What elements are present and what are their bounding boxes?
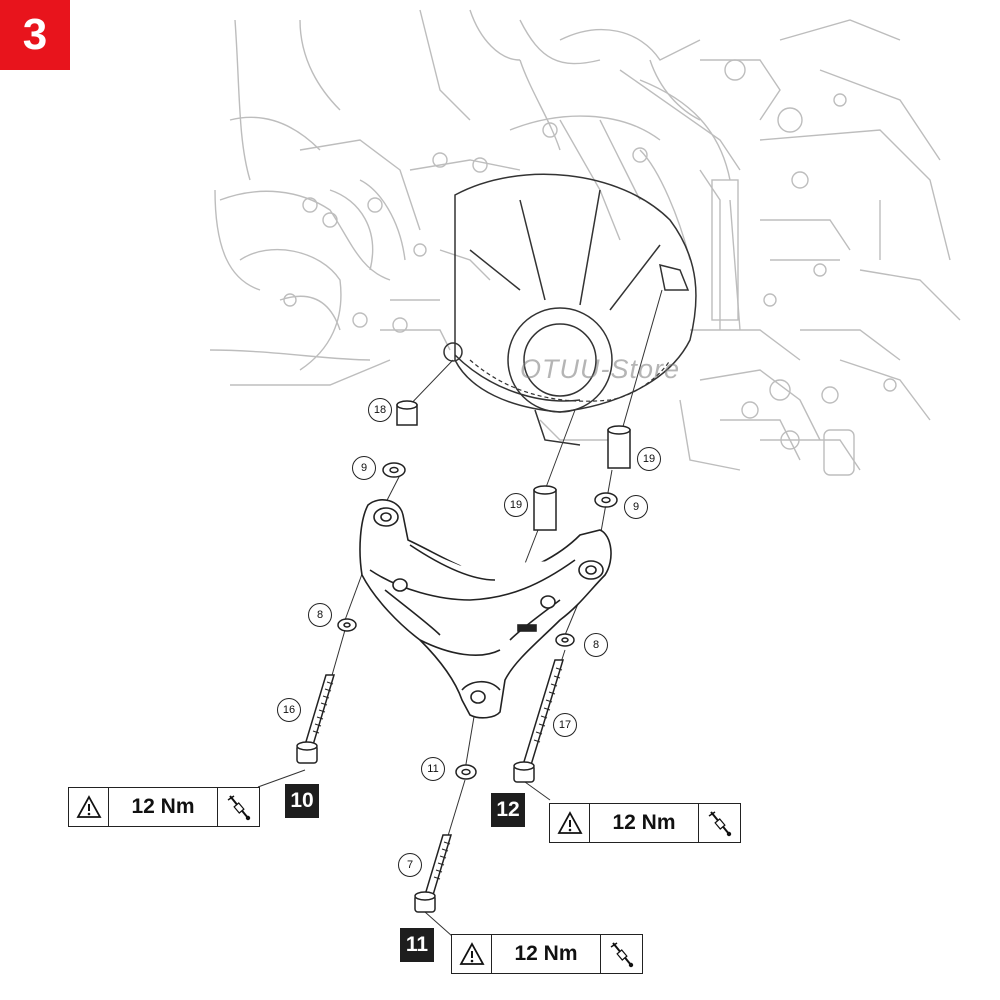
callout-19-right: 19: [637, 447, 661, 471]
warning-icon: [69, 788, 109, 826]
warning-icon: [550, 804, 590, 842]
callout-8-right: 8: [584, 633, 608, 657]
torque-value: 12 Nm: [131, 795, 195, 818]
mounting-curve: [469, 359, 671, 402]
callout-19-center: 19: [504, 493, 528, 517]
callout-8-left: 8: [308, 603, 332, 627]
washer-9-left: [382, 462, 406, 478]
spacer-19-right: [607, 425, 631, 469]
torque-spec-10: 12 Nm: [68, 787, 260, 827]
callout-17: 17: [553, 713, 577, 737]
bolt-7: [414, 834, 453, 913]
callout-7: 7: [398, 853, 422, 877]
torque-spec-12: 12 Nm: [549, 803, 741, 843]
washer-11: [455, 764, 477, 780]
sequence-badge-10: 10: [285, 784, 319, 818]
torque-spec-11: 12 Nm: [451, 934, 643, 974]
bolt-16: [296, 674, 336, 764]
torque-value: 12 Nm: [612, 811, 676, 834]
callout-11: 11: [421, 757, 445, 781]
torque-wrench-icon: [698, 804, 740, 842]
spacer-18: [396, 400, 418, 426]
sequence-badge-12: 12: [491, 793, 525, 827]
callout-18: 18: [368, 398, 392, 422]
step-number-badge: 3: [0, 0, 70, 70]
warning-icon: [452, 935, 492, 973]
watermark-text: OTUU-Store: [520, 354, 681, 384]
washer-8-left: [337, 618, 357, 632]
callout-16: 16: [277, 698, 301, 722]
mounting-bracket: [359, 499, 612, 719]
washer-9-right: [594, 492, 618, 508]
engine-cover: [443, 173, 697, 446]
callout-9-left: 9: [352, 456, 376, 480]
bolt-17: [513, 659, 565, 783]
torque-wrench-icon: [600, 935, 642, 973]
torque-value: 12 Nm: [514, 942, 578, 965]
engine-background: [209, 9, 961, 476]
sequence-badge-11: 11: [400, 928, 434, 962]
spacer-19-center: [533, 485, 557, 531]
washer-8-right: [555, 633, 575, 647]
torque-wrench-icon: [217, 788, 259, 826]
callout-9-right: 9: [624, 495, 648, 519]
